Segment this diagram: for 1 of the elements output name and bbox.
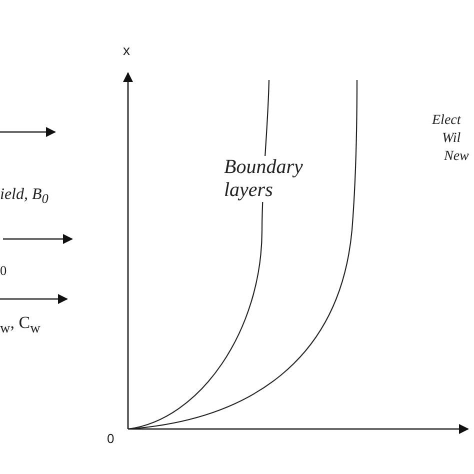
field-label: ield, B$_{0}$ [0,186,48,206]
